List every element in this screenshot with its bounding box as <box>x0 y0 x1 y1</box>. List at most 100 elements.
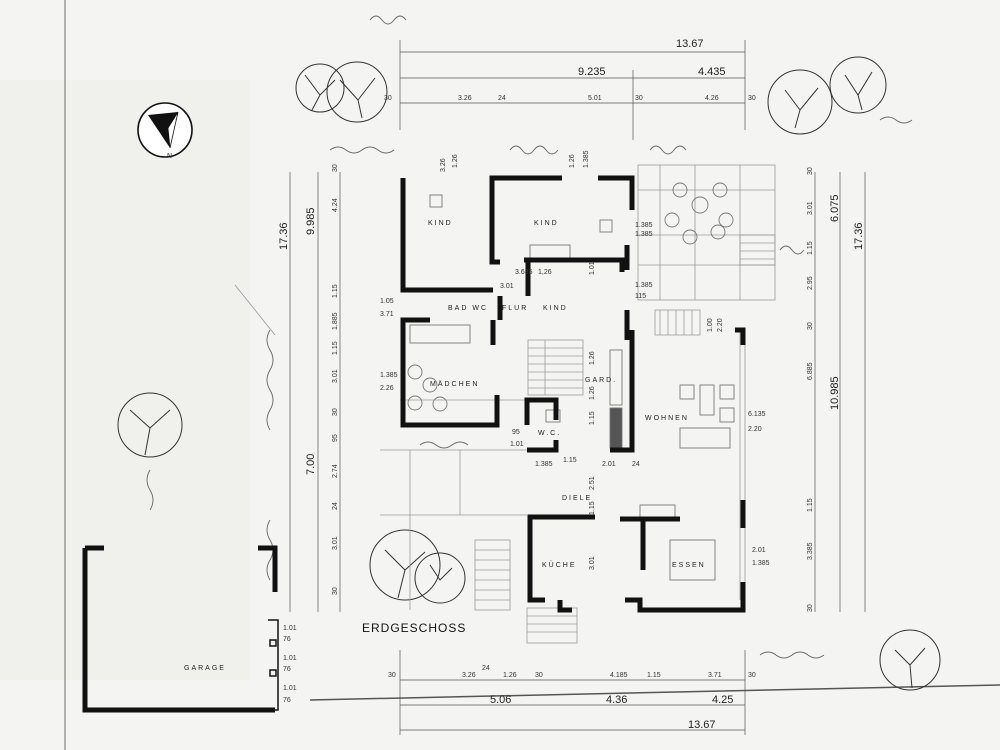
dim-inner: 1.385 <box>583 150 590 168</box>
dim-top-right: 4.435 <box>698 66 726 78</box>
dim-left-seg: 1.15 <box>332 341 339 355</box>
dim-inner: 1.15 <box>589 501 596 515</box>
dim-garage: 76 <box>283 666 291 673</box>
dimensions-right: 17.36 6.075 10.985 30 3.01 1.15 2.95 30 … <box>807 167 865 612</box>
dim-inner: 3.26 <box>440 158 447 172</box>
dim-left-seg: 3.01 <box>332 369 339 383</box>
property-line-bottom <box>309 684 1000 701</box>
room-label-gard: GARD. <box>585 377 617 384</box>
dim-inner: 1.00 <box>707 318 714 332</box>
dim-top-seg: 30 <box>635 95 643 102</box>
dim-right-upper: 6.075 <box>829 194 841 222</box>
room-label-kueche: KÜCHE <box>542 561 577 569</box>
north-arrow-icon: N <box>137 102 193 160</box>
dim-inner: 2.20 <box>717 318 724 332</box>
dim-bottom-seg: 4.185 <box>610 672 628 679</box>
room-label-essen: ESSEN <box>672 562 706 569</box>
room-label-maedchen: MÄDCHEN <box>430 380 479 388</box>
dim-inner: 2.01 <box>752 547 766 554</box>
dim-top-seg: 4.26 <box>705 95 719 102</box>
dim-inner: 2.26 <box>380 385 394 392</box>
dim-garage: 1.01 <box>283 625 297 632</box>
dim-left-seg: 24 <box>332 502 339 510</box>
dimensions-inner: 3.26 1.26 1.26 1.385 1.385 1.385 1.385 1… <box>380 150 770 570</box>
tree-icon <box>326 61 388 123</box>
dim-bottom-seg: 1.26 <box>503 672 517 679</box>
dim-inner: 6.135 <box>748 411 766 418</box>
dim-inner: 1.26 <box>569 154 576 168</box>
garage-dimensions: 1.01 76 1.01 76 1.01 76 <box>268 619 297 711</box>
dim-inner: 1.385 <box>635 231 653 238</box>
room-label-kind: KIND <box>543 305 568 312</box>
dim-inner: 2.01 <box>602 461 616 468</box>
dim-bottom-mid: 4.25 <box>712 694 733 706</box>
dim-garage: 76 <box>283 697 291 704</box>
room-label-kind: KIND <box>534 220 559 227</box>
dim-bottom-seg: 24 <box>482 665 490 672</box>
dim-right-seg: 30 <box>807 604 814 612</box>
paper-shade <box>0 80 250 680</box>
furniture <box>407 194 735 581</box>
dim-inner: 115 <box>635 293 646 300</box>
dim-left-seg: 30 <box>332 408 339 416</box>
dim-bottom-total: 13.67 <box>688 719 716 731</box>
tree-icon <box>295 63 345 113</box>
room-label-wc: W.C. <box>538 430 561 437</box>
dim-inner: 2.51 <box>589 476 596 490</box>
dim-right-seg: 30 <box>807 167 814 175</box>
dim-inner: 1.26 <box>452 154 459 168</box>
dim-left-seg: 1.15 <box>332 284 339 298</box>
dim-bottom-seg: 30 <box>535 672 543 679</box>
dim-right-seg: 3.01 <box>807 201 814 215</box>
room-label-diele: DIELE <box>562 495 592 502</box>
dim-left-seg: 1.885 <box>332 312 339 330</box>
staircase <box>474 234 776 644</box>
dim-right-seg: 2.95 <box>807 276 814 290</box>
dim-inner: 1.385 <box>535 461 553 468</box>
dim-inner: 3.71 <box>380 311 394 318</box>
tree-icon <box>414 552 466 604</box>
dim-inner: 1.26 <box>589 386 596 400</box>
dim-garage: 1.01 <box>283 685 297 692</box>
room-label-flur: FLUR <box>502 305 528 312</box>
dim-right-lower: 10.985 <box>829 376 841 410</box>
dim-right-total: 17.36 <box>853 222 865 250</box>
dim-inner: 2.20 <box>748 426 762 433</box>
dim-bottom-mid: 5.06 <box>490 694 511 706</box>
dim-inner: 1.385 <box>752 560 770 567</box>
dim-left-seg: 95 <box>332 434 339 442</box>
tree-icons <box>117 56 941 691</box>
dim-inner: 3.01 <box>500 283 514 290</box>
dim-top-seg: 24 <box>498 95 506 102</box>
dim-bottom-seg: 1.15 <box>647 672 661 679</box>
dim-top-seg: 30 <box>748 95 756 102</box>
dim-inner: 1.15 <box>589 411 596 425</box>
tree-icon <box>829 56 887 114</box>
shrub-outlines <box>146 15 913 659</box>
dim-bottom-seg: 30 <box>748 672 756 679</box>
dim-left-upper: 9.985 <box>305 207 317 235</box>
dim-inner: 1.26 <box>589 351 596 365</box>
dim-inner: 1,26 <box>538 269 552 276</box>
dim-garage: 76 <box>283 636 291 643</box>
dim-bottom-seg: 3.71 <box>708 672 722 679</box>
dim-inner: 95 <box>512 429 520 436</box>
dim-top-seg: 5.01 <box>588 95 602 102</box>
dim-inner: 1.385 <box>635 282 653 289</box>
room-label-kind: KIND <box>428 220 453 227</box>
terrace-table-chairs <box>664 182 734 245</box>
dim-inner: 1.385 <box>635 222 653 229</box>
dim-inner: 3.01 <box>589 556 596 570</box>
tree-icon <box>369 529 441 601</box>
dim-right-seg: 6.885 <box>807 362 814 380</box>
property-line-diagonal <box>234 284 276 336</box>
dim-top-seg: 30 <box>384 95 392 102</box>
dim-garage: 1.01 <box>283 655 297 662</box>
dim-left-seg: 4.24 <box>332 198 339 212</box>
dim-bottom-seg: 3.26 <box>462 672 476 679</box>
dimension-lines <box>289 40 866 735</box>
dim-top-left: 9.235 <box>578 66 606 78</box>
dim-inner: 3.635 <box>515 269 533 276</box>
tree-icon <box>879 629 941 691</box>
